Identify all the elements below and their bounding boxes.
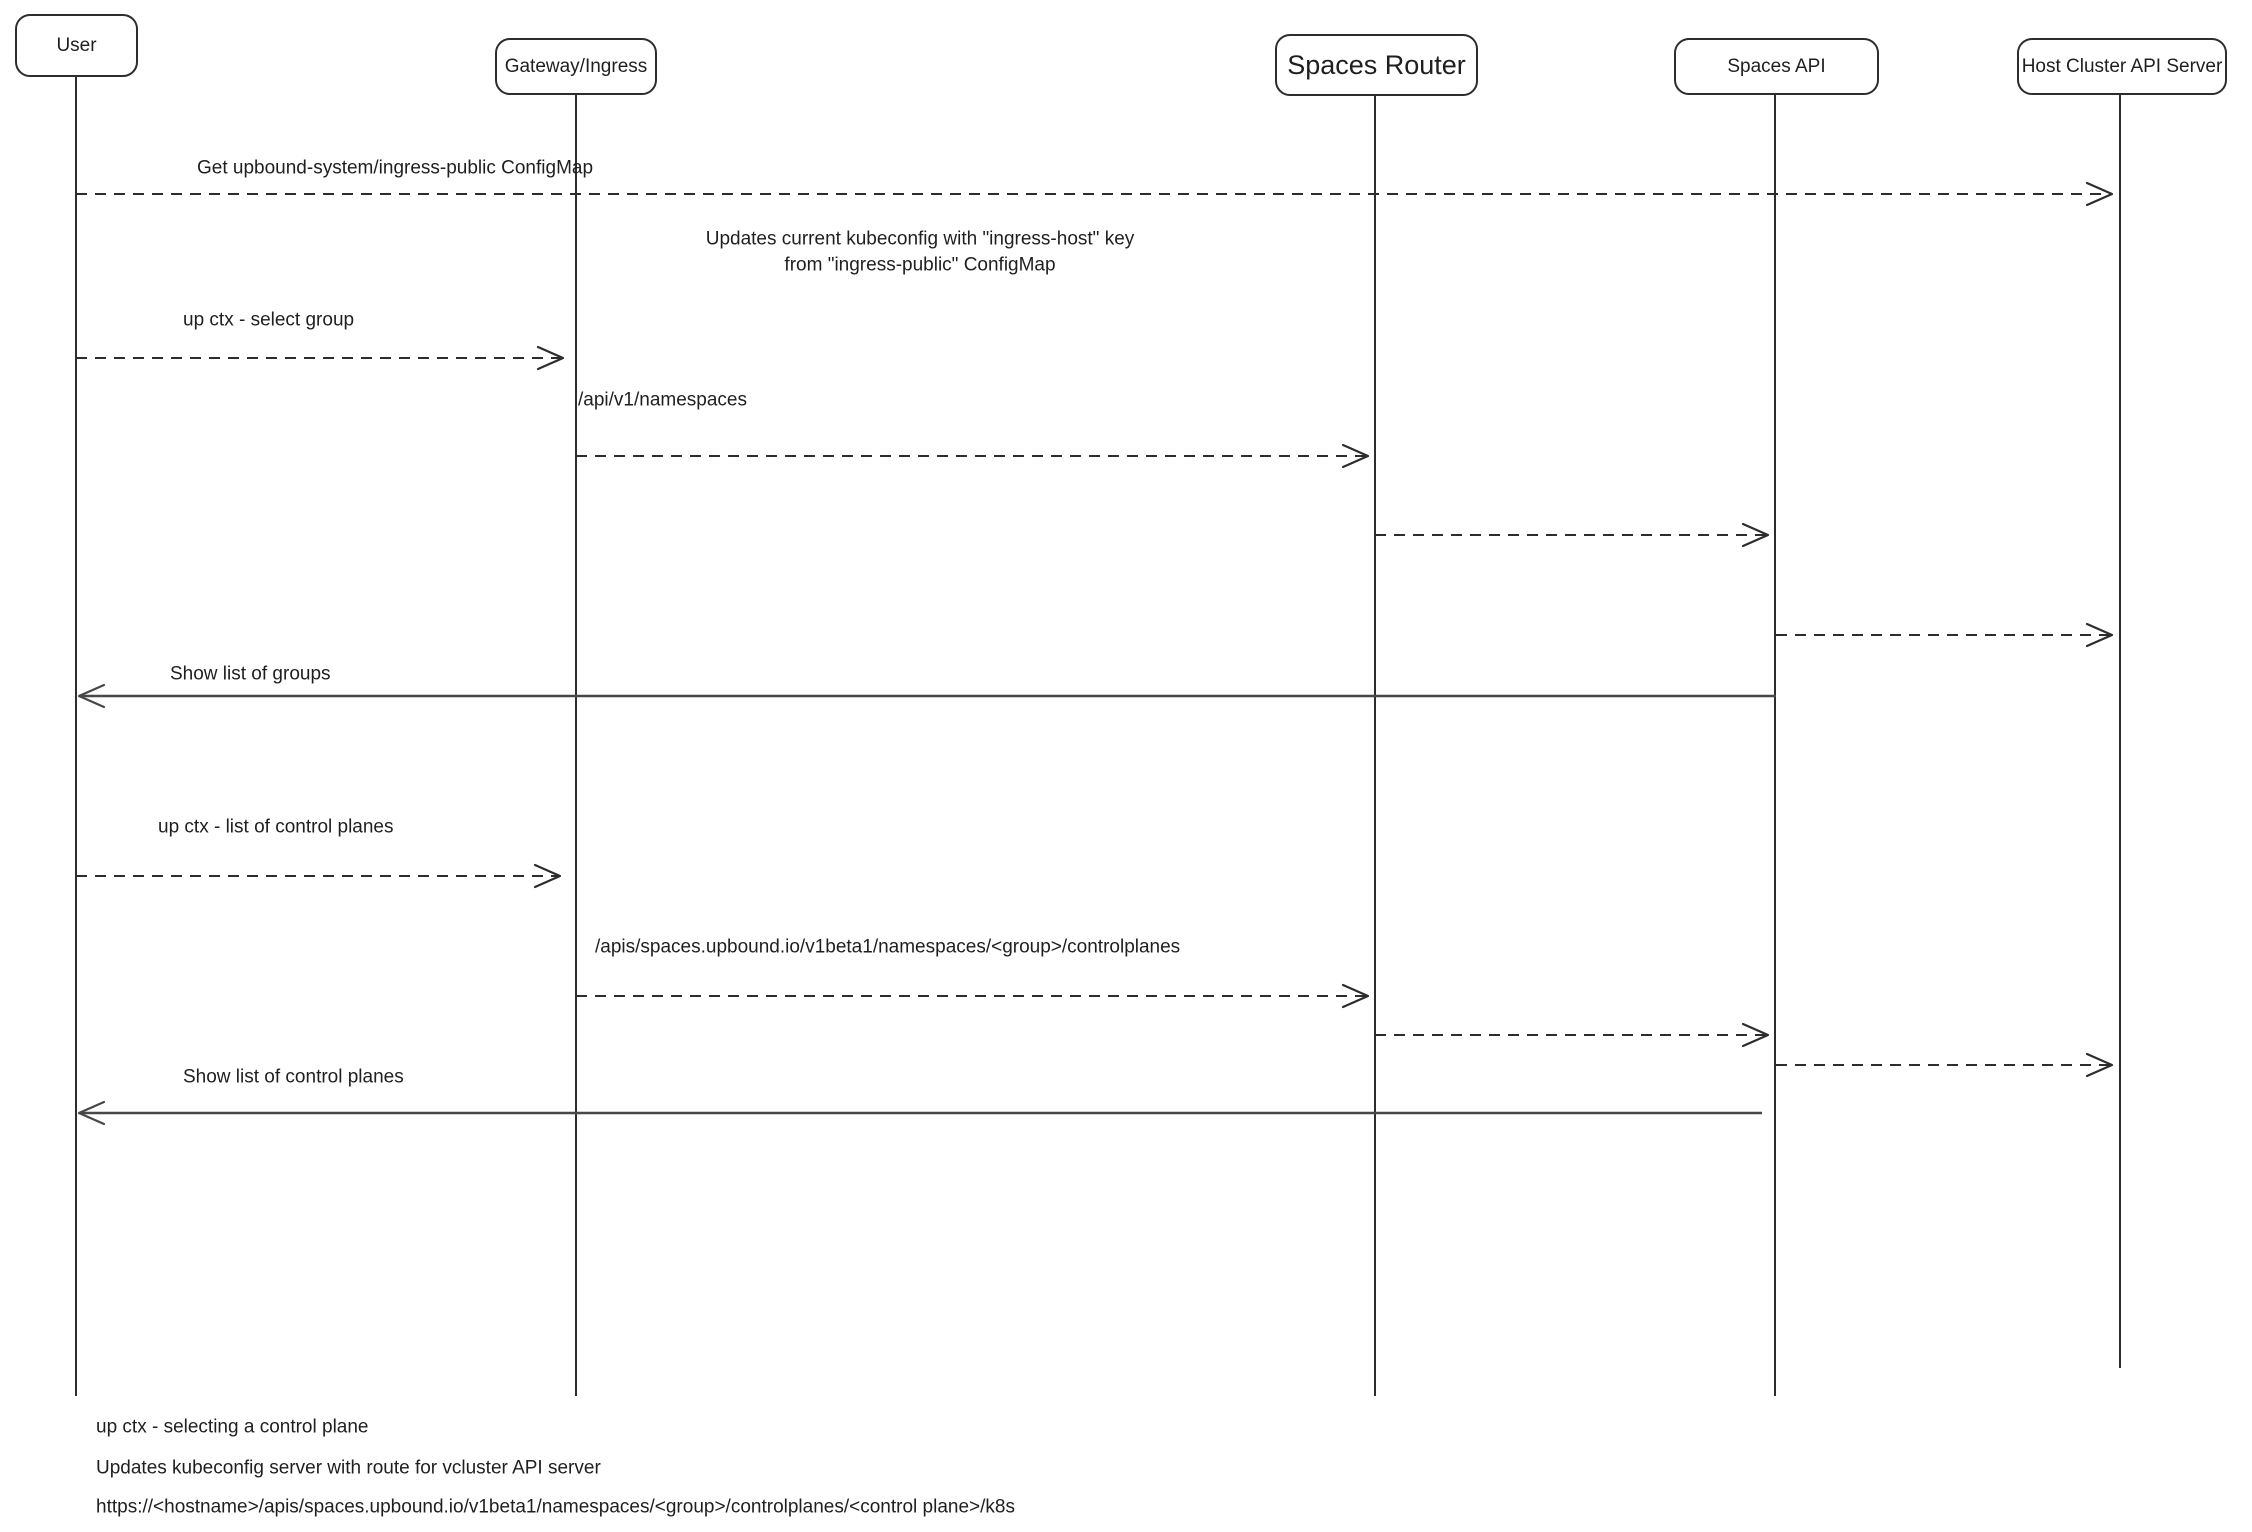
footnote-kubeconfig-route: Updates kubeconfig server with route for… — [96, 1458, 601, 1479]
message-router-to-spaces-api-1 — [1375, 522, 1770, 548]
arrowhead-apis-spaces-controlplanes — [1341, 983, 1370, 1009]
message-label-up-ctx-select-group: up ctx - select group — [183, 310, 354, 331]
note-kubeconfig-update-note: Updates current kubeconfig with "ingress… — [706, 229, 1135, 276]
actor-box-gateway-ingress — [495, 38, 657, 95]
message-show-list-of-groups: Show list of groups — [77, 664, 1776, 709]
message-get-ingress-public-configmap: Get upbound-system/ingress-public Config… — [76, 158, 2114, 207]
actor-host-cluster-api-server: Host Cluster API Server — [2017, 38, 2227, 1368]
message-label-up-ctx-list-of-control-planes: up ctx - list of control planes — [158, 817, 394, 838]
footnote-url: https://<hostname>/apis/spaces.upbound.i… — [96, 1497, 1015, 1518]
note-line-2: from "ingress-public" ConfigMap — [784, 255, 1055, 276]
actor-box-user — [15, 14, 138, 77]
actor-label-spaces-api: Spaces API — [1727, 56, 1825, 77]
message-router-to-spaces-api-2 — [1375, 1022, 1770, 1048]
message-up-ctx-select-group: up ctx - select group — [76, 310, 565, 371]
arrowhead-api-v1-namespaces — [1341, 443, 1370, 469]
footnote-selecting-control-plane: up ctx - selecting a control plane — [96, 1417, 369, 1438]
message-label-get-ingress-public-configmap: Get upbound-system/ingress-public Config… — [197, 158, 593, 179]
message-apis-spaces-controlplanes: /apis/spaces.upbound.io/v1beta1/namespac… — [576, 937, 1370, 1009]
arrowhead-spaces-api-to-host-2 — [2085, 1052, 2114, 1078]
arrowhead-spaces-api-to-host-1 — [2085, 622, 2114, 648]
actor-label-spaces-router: Spaces Router — [1287, 50, 1466, 80]
message-show-list-of-control-planes: Show list of control planes — [77, 1067, 1762, 1126]
arrowhead-up-ctx-list-of-control-planes — [533, 863, 562, 889]
arrowhead-up-ctx-select-group — [536, 345, 565, 371]
message-label-apis-spaces-controlplanes: /apis/spaces.upbound.io/v1beta1/namespac… — [595, 937, 1180, 958]
actor-user: User — [15, 14, 138, 1396]
arrowhead-show-list-of-groups — [77, 683, 106, 709]
actor-spaces-router: Spaces Router — [1275, 34, 1478, 1396]
actor-box-spaces-api — [1674, 38, 1879, 95]
actor-box-host-cluster-api-server — [2017, 38, 2227, 95]
message-spaces-api-to-host-2 — [1776, 1052, 2114, 1078]
footnotes: up ctx - selecting a control planeUpdate… — [96, 1417, 1015, 1518]
arrowhead-show-list-of-control-planes — [77, 1100, 106, 1126]
actor-gateway-ingress: Gateway/Ingress — [495, 38, 657, 1396]
message-label-api-v1-namespaces: /api/v1/namespaces — [578, 390, 747, 411]
arrowhead-get-ingress-public-configmap — [2085, 181, 2114, 207]
arrowhead-router-to-spaces-api-2 — [1741, 1022, 1770, 1048]
message-label-show-list-of-groups: Show list of groups — [170, 664, 331, 685]
actor-label-user: User — [56, 35, 97, 56]
message-api-v1-namespaces: /api/v1/namespaces — [576, 390, 1370, 469]
actor-box-spaces-router — [1275, 34, 1478, 96]
actor-spaces-api: Spaces API — [1674, 38, 1879, 1396]
message-up-ctx-list-of-control-planes: up ctx - list of control planes — [76, 817, 562, 889]
arrowhead-router-to-spaces-api-1 — [1741, 522, 1770, 548]
message-spaces-api-to-host-1 — [1776, 622, 2114, 648]
note-line-1: Updates current kubeconfig with "ingress… — [706, 229, 1135, 250]
message-label-show-list-of-control-planes: Show list of control planes — [183, 1067, 404, 1088]
actor-label-gateway-ingress: Gateway/Ingress — [505, 56, 648, 77]
actor-label-host-cluster-api-server: Host Cluster API Server — [2022, 56, 2223, 77]
